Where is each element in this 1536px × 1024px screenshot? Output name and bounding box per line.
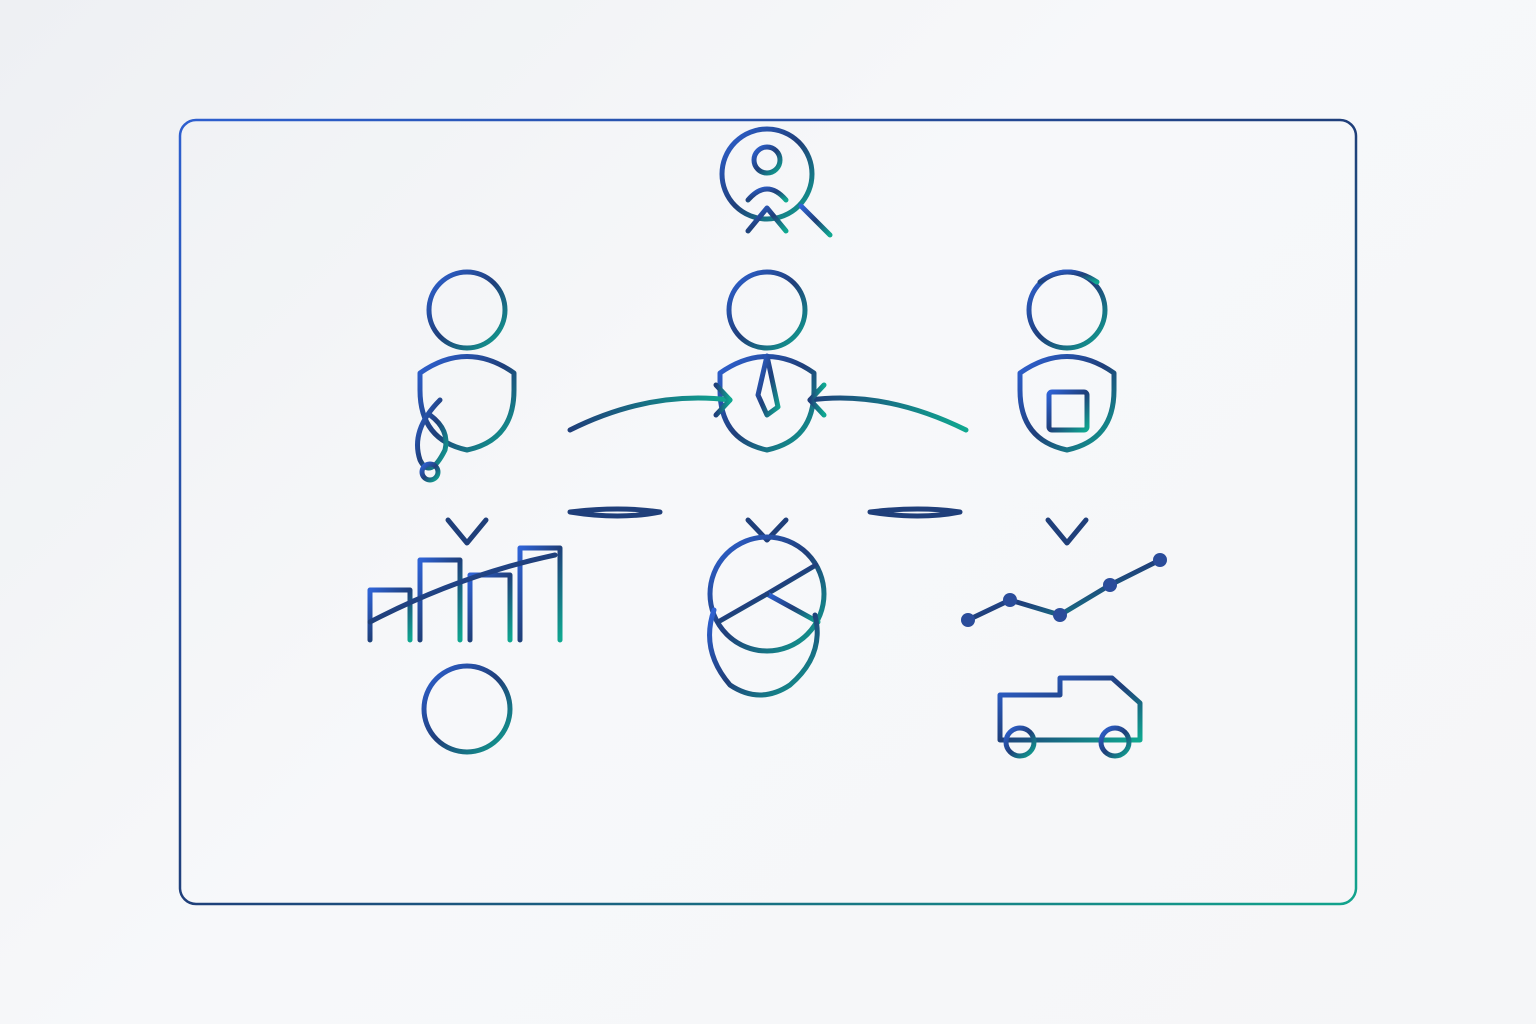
diagram-frame bbox=[178, 118, 1358, 906]
person-search-icon bbox=[719, 126, 833, 238]
doctor-icon bbox=[415, 269, 517, 483]
right-arrow-connector bbox=[807, 382, 969, 433]
yen-coin-icon bbox=[707, 607, 820, 745]
down-chevron-icon bbox=[445, 517, 489, 546]
businessman-icon bbox=[717, 269, 817, 453]
clerk-icon bbox=[1017, 269, 1117, 453]
left-dash-connector bbox=[567, 506, 663, 519]
left-arrow-connector bbox=[567, 382, 733, 433]
bar-chart-trend-icon bbox=[367, 545, 563, 643]
down-chevron-icon bbox=[1045, 517, 1089, 546]
crosshair-circle-icon bbox=[421, 663, 513, 755]
line-chart-icon bbox=[961, 553, 1167, 627]
truck-icon bbox=[997, 675, 1143, 759]
pie-chart-icon bbox=[707, 534, 827, 654]
right-dash-connector bbox=[867, 506, 963, 519]
